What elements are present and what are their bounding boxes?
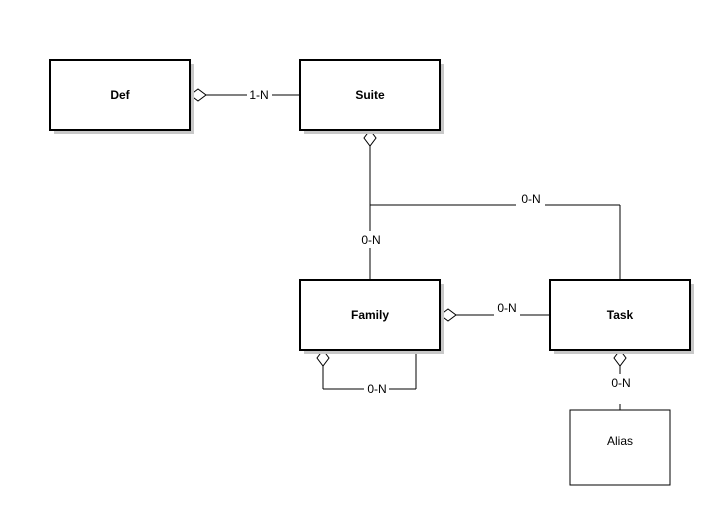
entity-family[interactable]: Family (299, 279, 444, 354)
connector-family-task: 0-N (439, 301, 550, 322)
connector-family-self: 0-N (316, 349, 417, 396)
multiplicity-suite-task: 0-N (521, 192, 540, 206)
connector-def-suite: 1-N (189, 88, 300, 102)
multiplicity-family-task: 0-N (497, 301, 516, 315)
multiplicity-suite-family: 0-N (361, 233, 380, 247)
multiplicity-task-alias: 0-N (611, 376, 630, 390)
entity-suite[interactable]: Suite (299, 59, 444, 134)
entity-alias-label: Alias (607, 434, 633, 448)
entity-suite-label: Suite (355, 88, 385, 102)
connector-task-alias: 0-N (611, 349, 631, 410)
entity-def-label: Def (110, 88, 130, 102)
multiplicity-def-suite: 1-N (249, 88, 268, 102)
entity-alias[interactable]: Alias (569, 409, 671, 486)
entity-task-label: Task (607, 308, 634, 322)
multiplicity-family-self: 0-N (367, 382, 386, 396)
entity-def[interactable]: Def (49, 59, 194, 134)
entity-task[interactable]: Task (549, 279, 694, 354)
connector-suite-task: 0-N (369, 146, 621, 280)
entity-family-label: Family (351, 308, 389, 322)
